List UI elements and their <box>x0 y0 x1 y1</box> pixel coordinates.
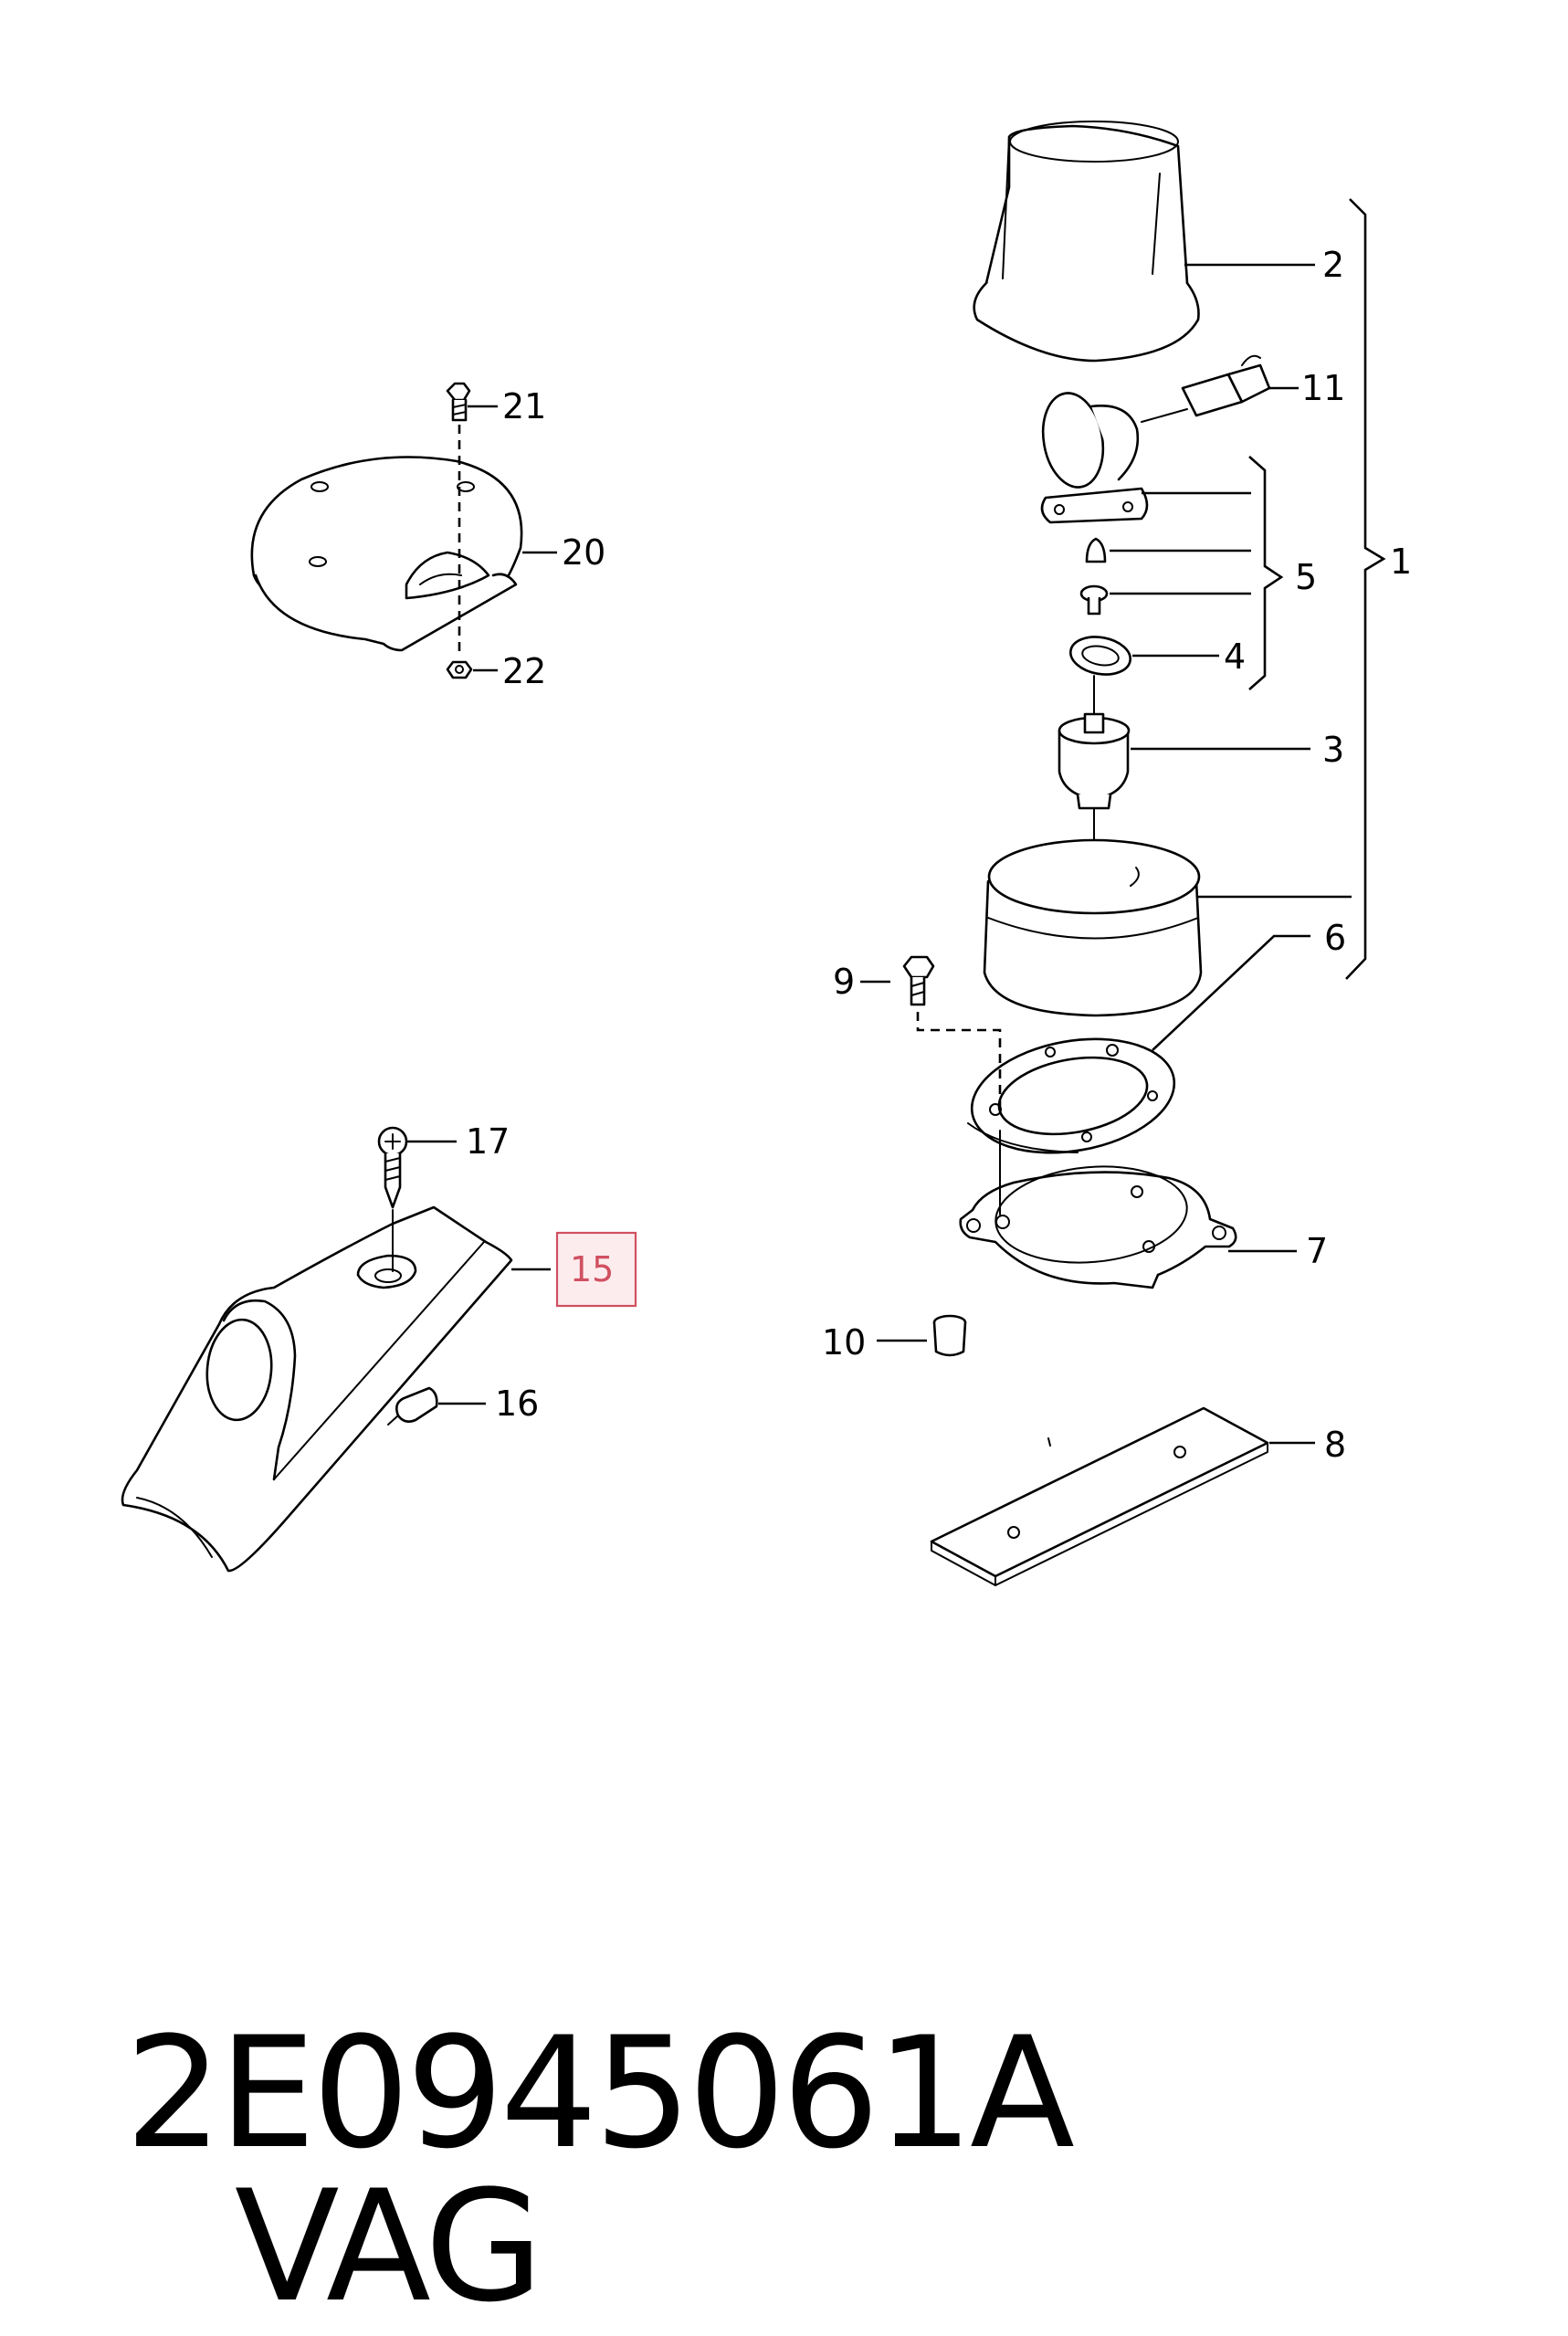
bolt-9 <box>902 955 935 1006</box>
mounting-strip <box>930 1406 1269 1586</box>
nut-10 <box>932 1314 967 1357</box>
bulb-connector <box>1141 354 1271 423</box>
leader-6 <box>1152 934 1310 1051</box>
lamp-housing <box>121 1205 513 1573</box>
brand-name: VAG <box>234 2157 543 2336</box>
beacon-lens-dome <box>973 121 1200 363</box>
screw-small <box>1079 584 1109 616</box>
highlight-box-15 <box>555 1231 637 1308</box>
bracket-1 <box>1345 198 1386 980</box>
parts-diagram: 2 11 5 1 4 3 6 9 7 10 8 21 20 22 17 15 1… <box>121 121 1412 1586</box>
bracket-5 <box>1248 456 1284 690</box>
gasket-ring <box>1069 636 1131 676</box>
screw-17 <box>377 1126 408 1209</box>
callout-20: 20 <box>562 532 605 573</box>
callout-7: 7 <box>1306 1231 1328 1271</box>
callout-8: 8 <box>1324 1425 1346 1465</box>
callout-9: 9 <box>833 962 855 1002</box>
nut-22 <box>446 660 473 679</box>
footer-caption: 2E0945061A VAG <box>35 1863 1075 2336</box>
callout-1: 1 <box>1390 542 1412 582</box>
reflector <box>1040 392 1149 524</box>
round-cover <box>250 456 523 652</box>
callout-4: 4 <box>1224 637 1246 677</box>
callout-10: 10 <box>822 1322 866 1363</box>
part-number: 2E0945061A <box>124 2004 1075 2183</box>
bulb-16 <box>387 1386 438 1426</box>
callout-22: 22 <box>502 651 546 691</box>
callout-6: 6 <box>1324 918 1346 958</box>
callout-16: 16 <box>495 1384 539 1424</box>
callout-2: 2 <box>1322 245 1344 285</box>
base-plate <box>959 1130 1237 1289</box>
callout-11: 11 <box>1301 368 1345 408</box>
beacon-base-housing <box>983 838 1203 1017</box>
callout-3: 3 <box>1322 730 1344 770</box>
mounting-ring <box>967 1037 1176 1154</box>
bolt-9-guide <box>916 1012 1002 1107</box>
motor-unit <box>1058 675 1131 864</box>
bulb-small <box>1085 537 1107 563</box>
callout-17: 17 <box>466 1121 510 1162</box>
callout-15: 15 <box>570 1249 614 1289</box>
callout-21: 21 <box>502 386 546 426</box>
screw-21 <box>446 382 471 422</box>
callout-5: 5 <box>1295 557 1317 597</box>
